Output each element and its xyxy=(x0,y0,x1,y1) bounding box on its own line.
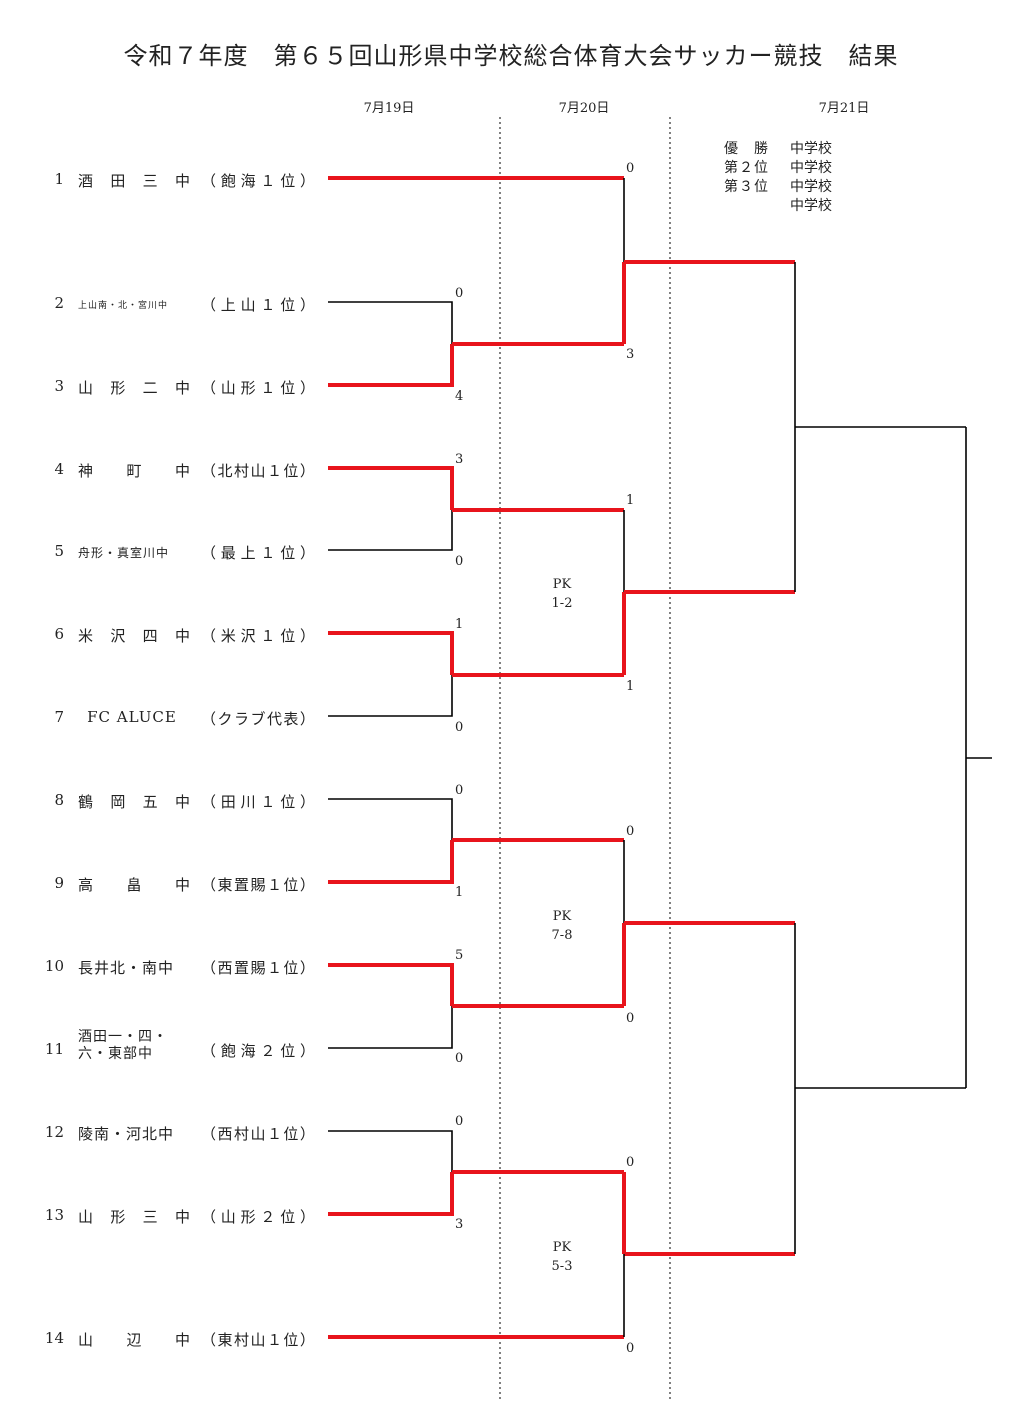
score: 1 xyxy=(455,885,464,900)
score: 1 xyxy=(455,617,464,632)
score: 0 xyxy=(626,161,635,176)
team-name: 酒田三中 xyxy=(78,172,190,190)
score: 0 xyxy=(455,720,464,735)
team-name: 陵南・河北中 xyxy=(78,1125,175,1143)
team-number: 9 xyxy=(54,874,64,892)
result-champion: 優 勝中学校 xyxy=(724,141,832,157)
team-number: 2 xyxy=(54,294,64,312)
team-name: 長井北・南中 xyxy=(78,959,175,977)
team-qualifier: （クラブ代表） xyxy=(201,710,315,728)
score: 0 xyxy=(626,1155,635,1170)
team-name: 舟形・真室川中 xyxy=(78,546,170,560)
team-number: 10 xyxy=(44,957,64,975)
bracket-line xyxy=(328,675,453,717)
date-round3: 7月21日 xyxy=(818,101,870,116)
winner-path xyxy=(328,840,454,884)
team-name: 神町中 xyxy=(78,462,190,480)
score: 3 xyxy=(455,1217,464,1232)
team-number: 6 xyxy=(54,625,64,643)
score: 0 xyxy=(626,1011,635,1026)
score: 0 xyxy=(455,554,464,569)
team-name: 高畠中 xyxy=(78,876,190,894)
team-name: 酒田一・四・六・東部中 xyxy=(78,1029,168,1062)
bracket-line xyxy=(328,301,453,344)
winner-path xyxy=(328,1172,454,1216)
score: 0 xyxy=(626,1341,635,1356)
winner-path xyxy=(328,344,454,387)
team-name: 上山南・北・宮川中 xyxy=(78,301,169,311)
team-number: 12 xyxy=(44,1123,64,1141)
bracket-line xyxy=(328,510,453,551)
page-title: 令和７年度 第６５回山形県中学校総合体育大会サッカー競技 結果 xyxy=(123,42,899,70)
team-number: 3 xyxy=(54,377,64,395)
result-third-2: 中学校 xyxy=(790,198,832,214)
team-number: 11 xyxy=(44,1040,64,1058)
date-round1: 7月19日 xyxy=(363,101,415,116)
bracket-line xyxy=(328,1130,453,1172)
date-round2: 7月20日 xyxy=(558,101,610,116)
team-number: 14 xyxy=(44,1329,64,1347)
score: 0 xyxy=(626,824,635,839)
score: 1 xyxy=(626,493,635,508)
score: 5 xyxy=(455,948,464,963)
team-name: FC ALUCE xyxy=(87,708,177,726)
results-box: 優 勝中学校 第２位中学校 第３位中学校 中学校 xyxy=(724,140,832,216)
winner-path xyxy=(328,963,454,1006)
winner-path xyxy=(328,466,454,510)
team-number: 8 xyxy=(54,791,64,809)
score: 3 xyxy=(455,452,464,467)
bracket-line xyxy=(328,798,453,840)
score: 3 xyxy=(626,347,635,362)
score: 0 xyxy=(455,1114,464,1129)
result-third: 第３位中学校 xyxy=(724,179,832,195)
team-number: 13 xyxy=(44,1206,64,1224)
result-second: 第２位中学校 xyxy=(724,160,832,176)
score: 0 xyxy=(455,783,464,798)
winner-path xyxy=(328,631,454,675)
team-name: 山辺中 xyxy=(78,1331,190,1349)
score: 1 xyxy=(626,679,635,694)
team-number: 1 xyxy=(54,170,64,188)
score: 0 xyxy=(455,1051,464,1066)
score: 0 xyxy=(455,286,464,301)
score: 4 xyxy=(455,389,464,404)
bracket-line xyxy=(328,1006,453,1049)
team-name: 山形三中 xyxy=(78,1208,190,1226)
team-name: 鶴岡五中 xyxy=(78,793,190,811)
team-name: 米沢四中 xyxy=(78,627,190,645)
team-number: 7 xyxy=(54,708,64,726)
team-name: 山形二中 xyxy=(78,379,190,397)
team-number: 5 xyxy=(54,542,64,560)
team-number: 4 xyxy=(54,460,64,478)
